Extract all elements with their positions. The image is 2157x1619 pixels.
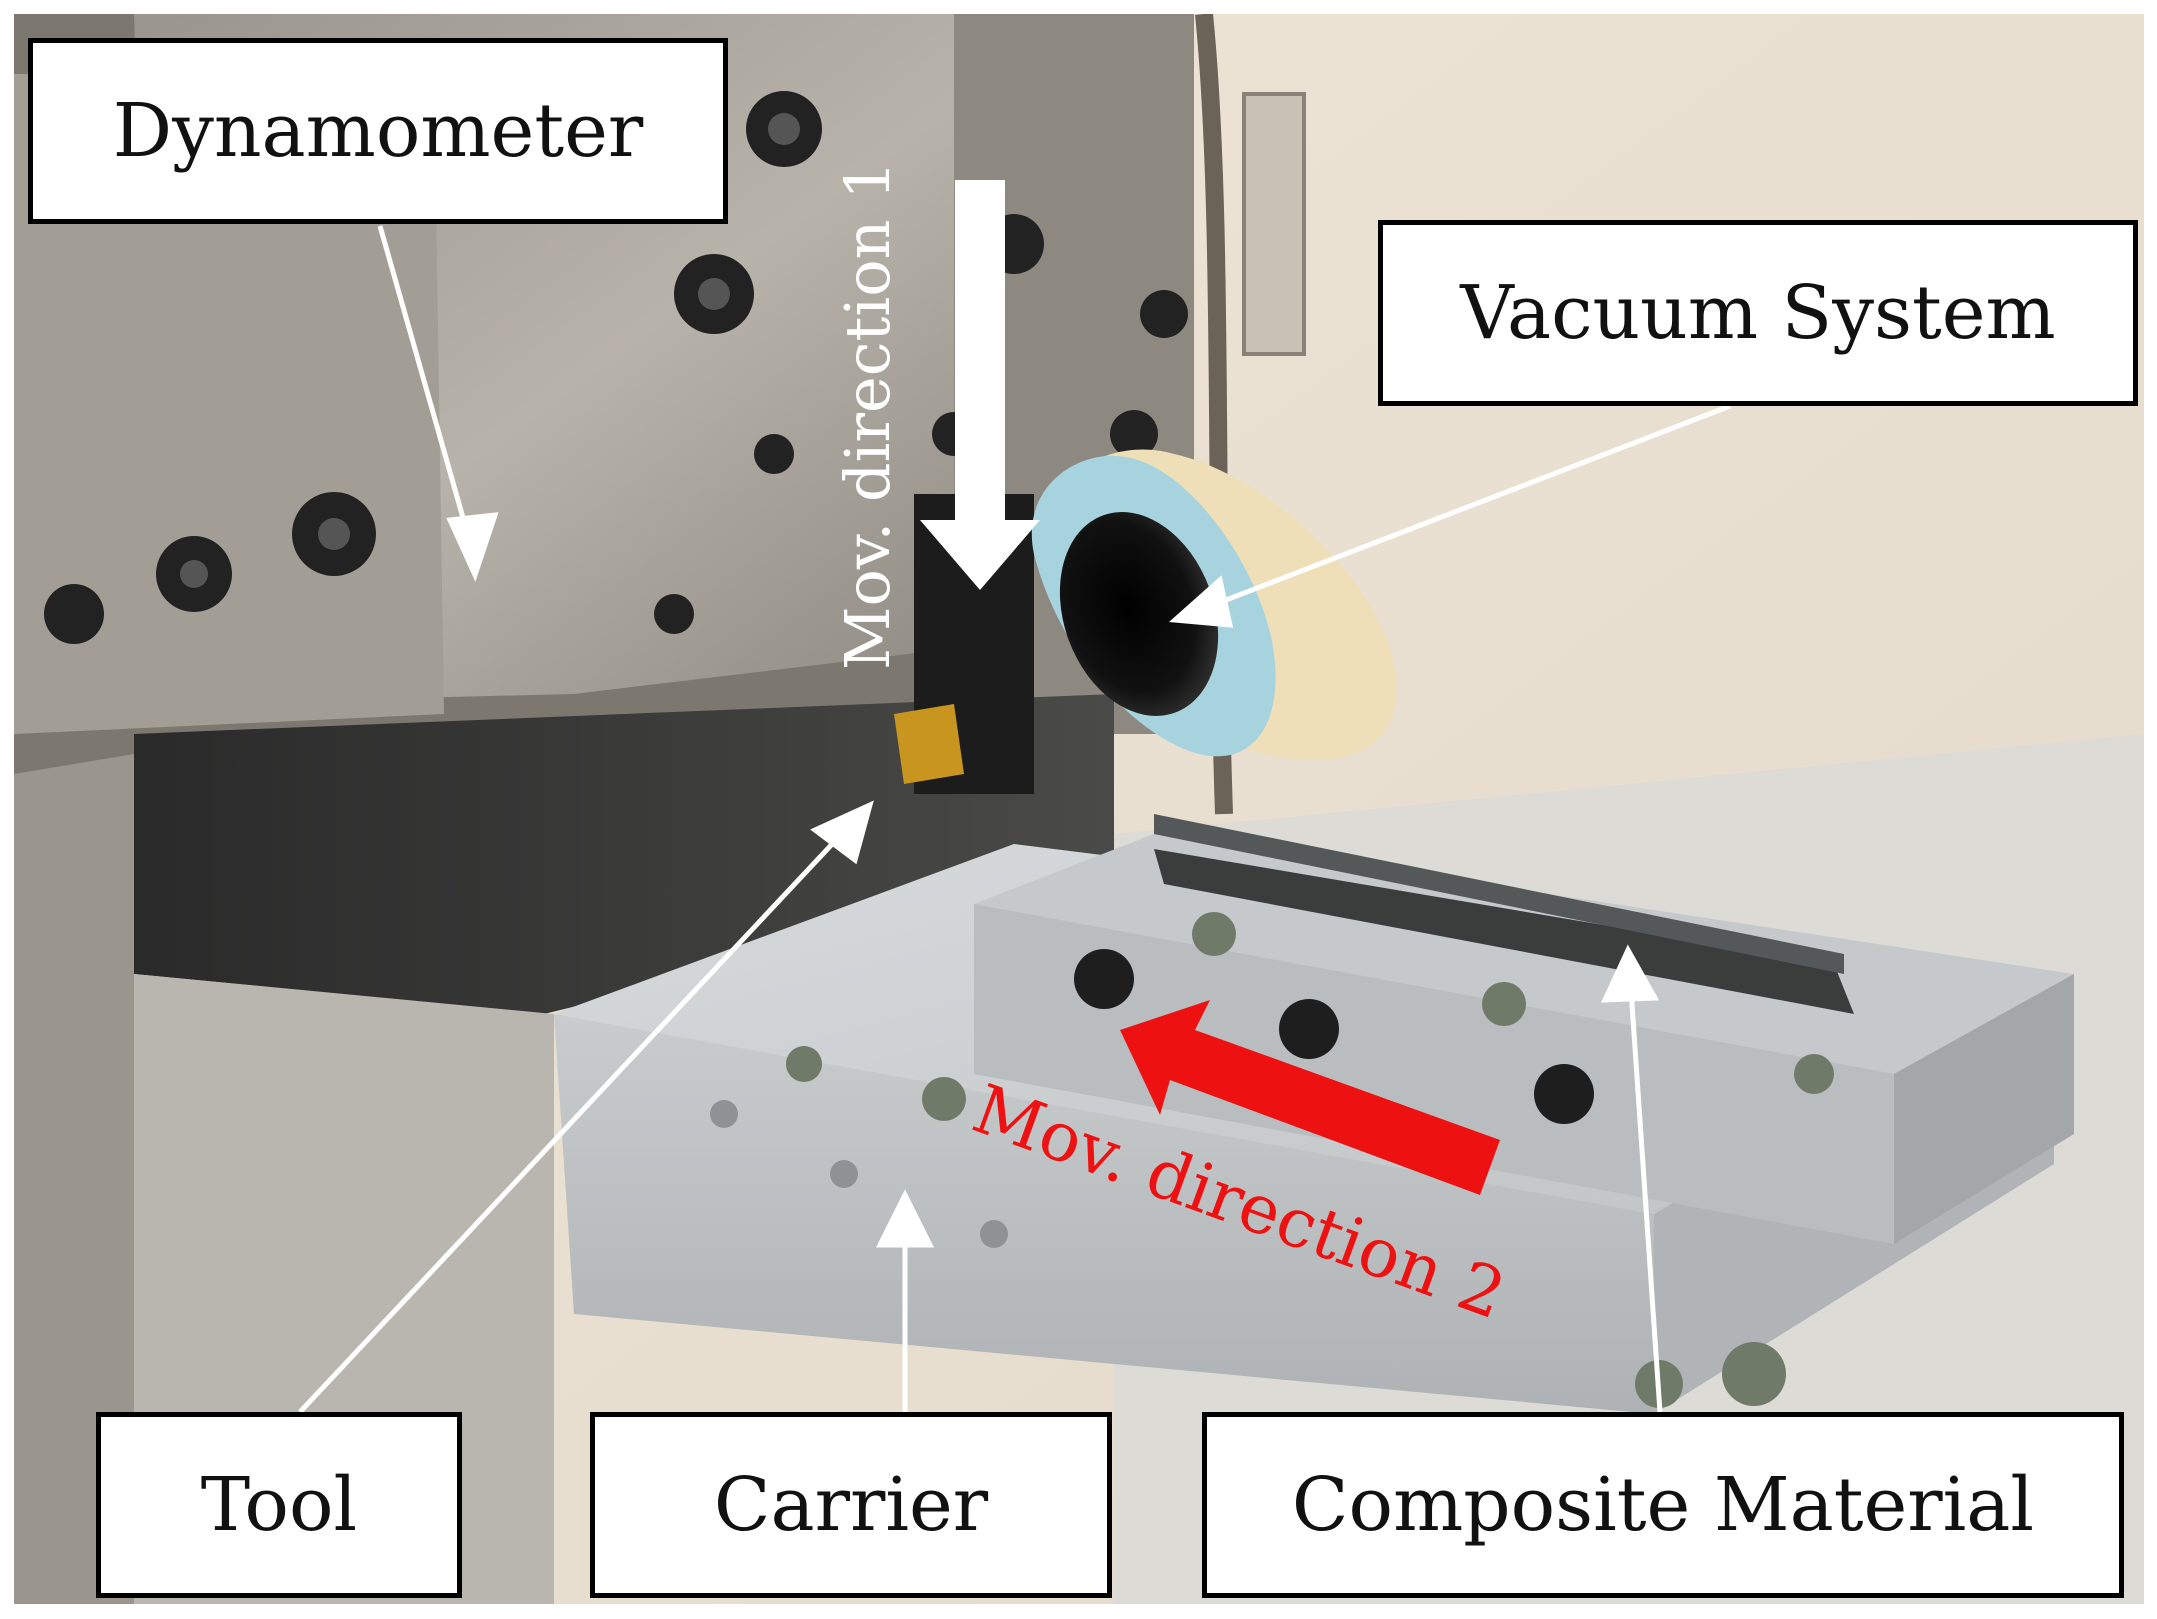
vacuum-system-label: Vacuum System — [1378, 220, 2138, 406]
tool-pointer — [298, 823, 852, 1414]
composite-material-label: Composite Material — [1202, 1412, 2124, 1598]
dynamometer-label: Dynamometer — [28, 38, 728, 224]
carrier-label: Carrier — [590, 1412, 1112, 1598]
composite-pointer — [1627, 974, 1663, 1413]
tool-label: Tool — [96, 1412, 462, 1598]
dynamometer-pointer — [377, 225, 478, 561]
carrier-pointer-head — [875, 1189, 935, 1248]
composite-pointer-head — [1601, 944, 1660, 1003]
vacuum-pointer-head — [1169, 575, 1234, 628]
pointer-arrows — [298, 225, 1731, 1414]
tool-pointer-head — [810, 800, 874, 865]
direction-1-arrow — [920, 180, 1040, 590]
direction-1-label: Mov. direction 1 — [830, 160, 904, 670]
dynamometer-pointer-head — [446, 512, 499, 582]
direction-2-arrow — [1120, 1000, 1500, 1195]
vacuum-pointer — [1199, 403, 1731, 613]
